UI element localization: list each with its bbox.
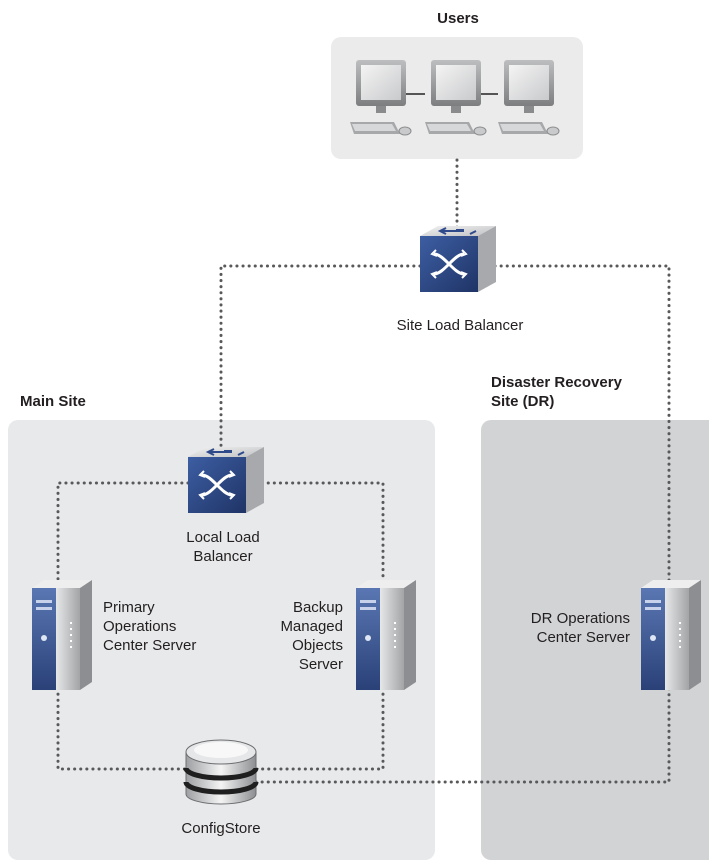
backup-label-line3: Objects [292, 637, 343, 654]
primary-server-icon [32, 580, 92, 690]
dr-label-line1: DR Operations [530, 610, 630, 627]
local-lb-to-primary-link [56, 481, 190, 584]
backup-label-line4: Server [298, 656, 343, 673]
primary-label-line3: Center Server [103, 637, 197, 654]
local-lb-to-backup-link [254, 481, 385, 584]
dr-site-label-line1: Disaster Recovery [491, 374, 622, 391]
site-load-balancer-icon [420, 226, 496, 292]
computer-icon [425, 60, 487, 136]
backup-label-line2: Managed [280, 618, 343, 635]
primary-label-line2: Operations [103, 618, 177, 635]
configstore-to-dr-link [254, 686, 671, 784]
dr-site-label-line2: Site (DR) [491, 393, 555, 410]
site-lb-to-dr-link [493, 264, 671, 584]
dr-label-line2: Center Server [536, 629, 630, 646]
backup-label-line1: Backup [292, 599, 343, 616]
main-site-zone-label: Main Site [20, 393, 86, 410]
local-lb-label-line1: Local Load [186, 529, 260, 546]
database-icon [183, 739, 259, 805]
local-load-balancer-icon [188, 447, 264, 513]
site-load-balancer-label: Site Load Balancer [396, 317, 524, 334]
computer-icon [350, 60, 412, 136]
site-lb-to-main-link [219, 264, 422, 452]
computer-icon [498, 60, 560, 136]
users-zone-label: Users [437, 10, 479, 27]
local-lb-label-line2: Balancer [193, 548, 253, 565]
configstore-label: ConfigStore [181, 820, 261, 837]
backup-to-configstore-link [254, 686, 385, 771]
backup-server-icon [356, 580, 416, 690]
dr-server-icon [641, 580, 701, 690]
primary-label-line1: Primary [103, 599, 155, 616]
